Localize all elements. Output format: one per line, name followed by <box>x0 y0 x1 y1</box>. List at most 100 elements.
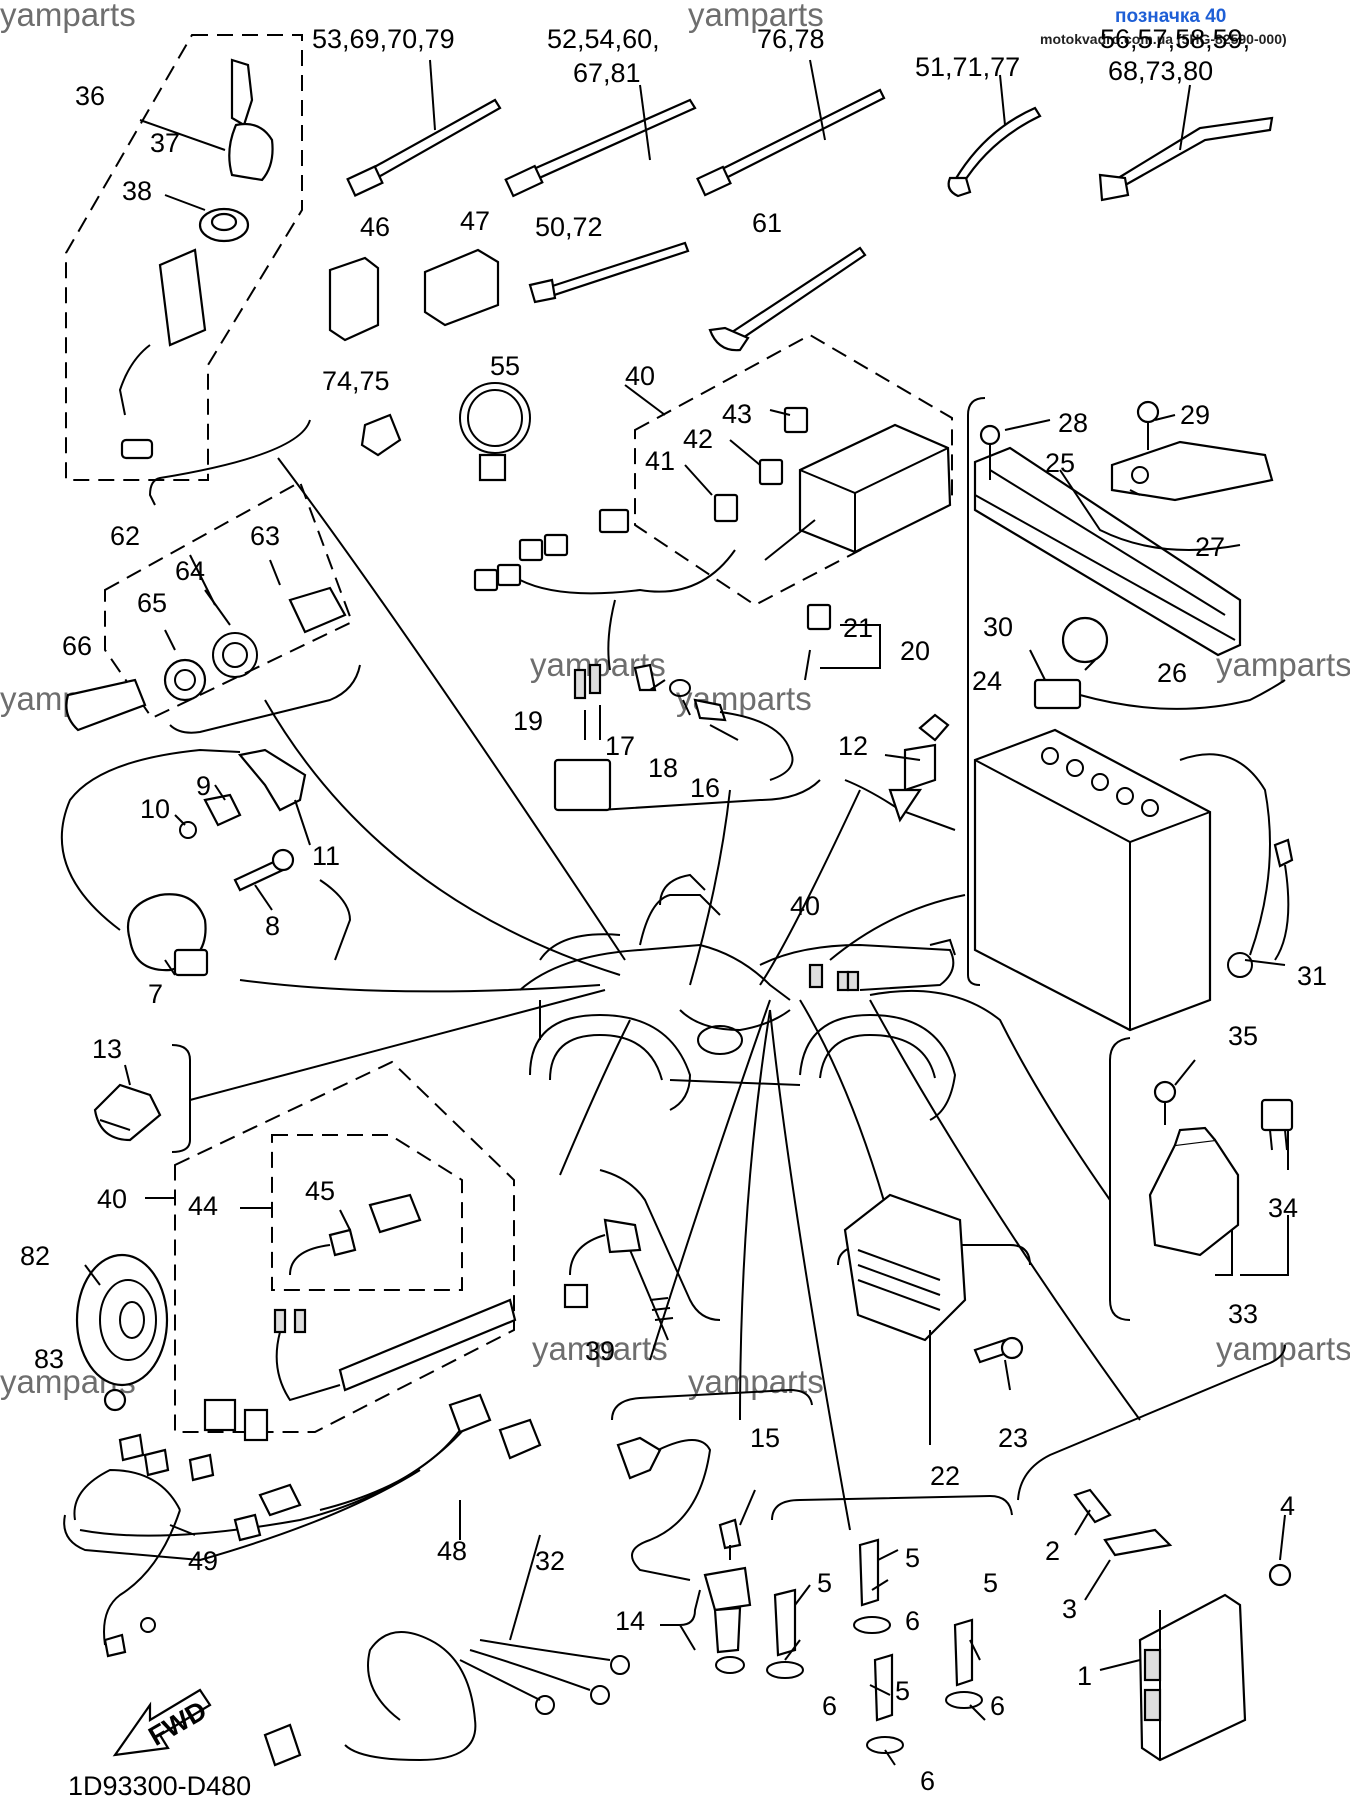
callout-38: 38 <box>122 176 152 206</box>
callout-11: 11 <box>312 841 340 871</box>
callout-44: 44 <box>188 1191 218 1221</box>
callout-67-81: 67,81 <box>573 58 641 88</box>
callout-49: 49 <box>188 1546 218 1576</box>
callout-62: 62 <box>110 521 140 551</box>
callout-15: 15 <box>750 1423 780 1453</box>
watermark: yamparts <box>0 0 136 33</box>
callout-51-71-77: 51,71,77 <box>915 52 1020 82</box>
callout-5: 5 <box>905 1543 920 1573</box>
callout-18: 18 <box>648 753 678 783</box>
fuse-box <box>473 406 952 595</box>
battery-assembly <box>973 400 1294 1032</box>
callout-33: 33 <box>1228 1299 1258 1329</box>
speed-sensor <box>616 1436 752 1674</box>
callout-42: 42 <box>683 424 713 454</box>
watermark: yamparts <box>688 0 824 33</box>
battery-cable <box>263 1631 630 1767</box>
socket-assembly <box>65 586 347 732</box>
callout-7: 7 <box>148 979 163 1009</box>
callout-40-subgroup: 40 <box>97 1184 127 1214</box>
callout-20: 20 <box>900 636 930 666</box>
callout-64: 64 <box>175 556 205 586</box>
relay-20 <box>804 603 832 681</box>
callout-76-78: 76,78 <box>757 24 825 54</box>
callout-66: 66 <box>62 631 92 661</box>
callout-21: 21 <box>843 613 873 643</box>
callout-32: 32 <box>535 1546 565 1576</box>
callout-19: 19 <box>513 706 543 736</box>
leader-lines <box>189 457 1141 1531</box>
callout-83: 83 <box>34 1344 64 1374</box>
connectors <box>328 248 531 482</box>
callout-9: 9 <box>196 771 211 801</box>
brake-switch <box>563 1218 674 1341</box>
callout-61: 61 <box>752 208 782 238</box>
callout-25: 25 <box>1045 448 1075 478</box>
cable-ties <box>346 88 1274 352</box>
horn <box>75 1253 169 1412</box>
group-outlines <box>65 34 953 1433</box>
callout-40-fusebox: 40 <box>625 361 655 391</box>
watermarks: yamparts yamparts yamparts yamparts yamp… <box>0 0 1350 1400</box>
callout-24: 24 <box>972 666 1002 696</box>
callout-28: 28 <box>1058 408 1088 438</box>
callout-41: 41 <box>645 446 675 476</box>
callout-14: 14 <box>615 1606 645 1636</box>
callout-16: 16 <box>690 773 720 803</box>
callout-22: 22 <box>930 1461 960 1491</box>
callout-30: 30 <box>983 612 1013 642</box>
atv-outline <box>519 873 957 1121</box>
callout-8: 8 <box>265 911 280 941</box>
callout-6: 6 <box>990 1691 1005 1721</box>
callout-6: 6 <box>920 1766 935 1796</box>
callout-17: 17 <box>605 731 635 761</box>
callouts: 53,69,70,79 52,54,60, 67,81 76,78 51,71,… <box>20 24 1327 1796</box>
callout-47: 47 <box>460 206 490 236</box>
header-title[interactable]: позначка 40 <box>1115 6 1226 27</box>
starter-relay <box>1148 1080 1294 1257</box>
callout-40-atv: 40 <box>790 891 820 921</box>
callout-48: 48 <box>437 1536 467 1566</box>
diagram-code: 1D93300-D480 <box>68 1771 251 1800</box>
callout-26: 26 <box>1157 658 1187 688</box>
callout-52-54-60: 52,54,60, <box>547 24 660 54</box>
harness-branch <box>553 599 794 812</box>
callout-13: 13 <box>92 1034 122 1064</box>
callout-56-57-58-59: 56,57,58,59, <box>1100 24 1250 54</box>
ignition-coil <box>60 748 307 977</box>
sensor-13 <box>93 1083 162 1142</box>
callout-39: 39 <box>585 1336 615 1366</box>
ignition-switch <box>118 58 274 460</box>
callout-68-73-80: 68,73,80 <box>1108 56 1213 86</box>
callout-53-69-70-79: 53,69,70,79 <box>312 24 455 54</box>
callout-74-75: 74,75 <box>322 366 390 396</box>
callout-6: 6 <box>822 1691 837 1721</box>
callout-5: 5 <box>895 1676 910 1706</box>
callout-34: 34 <box>1268 1193 1298 1223</box>
callout-46: 46 <box>360 212 390 242</box>
callout-82: 82 <box>20 1241 50 1271</box>
sub-harness <box>203 1193 517 1442</box>
callout-4: 4 <box>1280 1491 1295 1521</box>
callout-65: 65 <box>137 588 167 618</box>
callout-23: 23 <box>998 1423 1028 1453</box>
callout-leaders <box>84 59 1289 1766</box>
callout-5: 5 <box>817 1568 832 1598</box>
screws-washers <box>766 1538 983 1754</box>
watermark: yamparts <box>1216 646 1350 683</box>
callout-27: 27 <box>1195 532 1225 562</box>
callout-6: 6 <box>905 1606 920 1636</box>
fwd-arrow: FWD <box>112 1688 212 1757</box>
header-site: motokvadro.com.ua (5HG-82590-000) <box>1040 31 1287 47</box>
callout-36: 36 <box>75 81 105 111</box>
callout-12: 12 <box>838 731 868 761</box>
callout-35: 35 <box>1228 1021 1258 1051</box>
callout-55: 55 <box>490 351 520 381</box>
sensor-12 <box>888 713 950 823</box>
cdi-unit <box>1073 1488 1292 1762</box>
wire-harness <box>73 1393 542 1658</box>
watermark: yamparts <box>676 680 812 717</box>
rectifier <box>843 1193 1024 1364</box>
callout-10: 10 <box>140 794 170 824</box>
